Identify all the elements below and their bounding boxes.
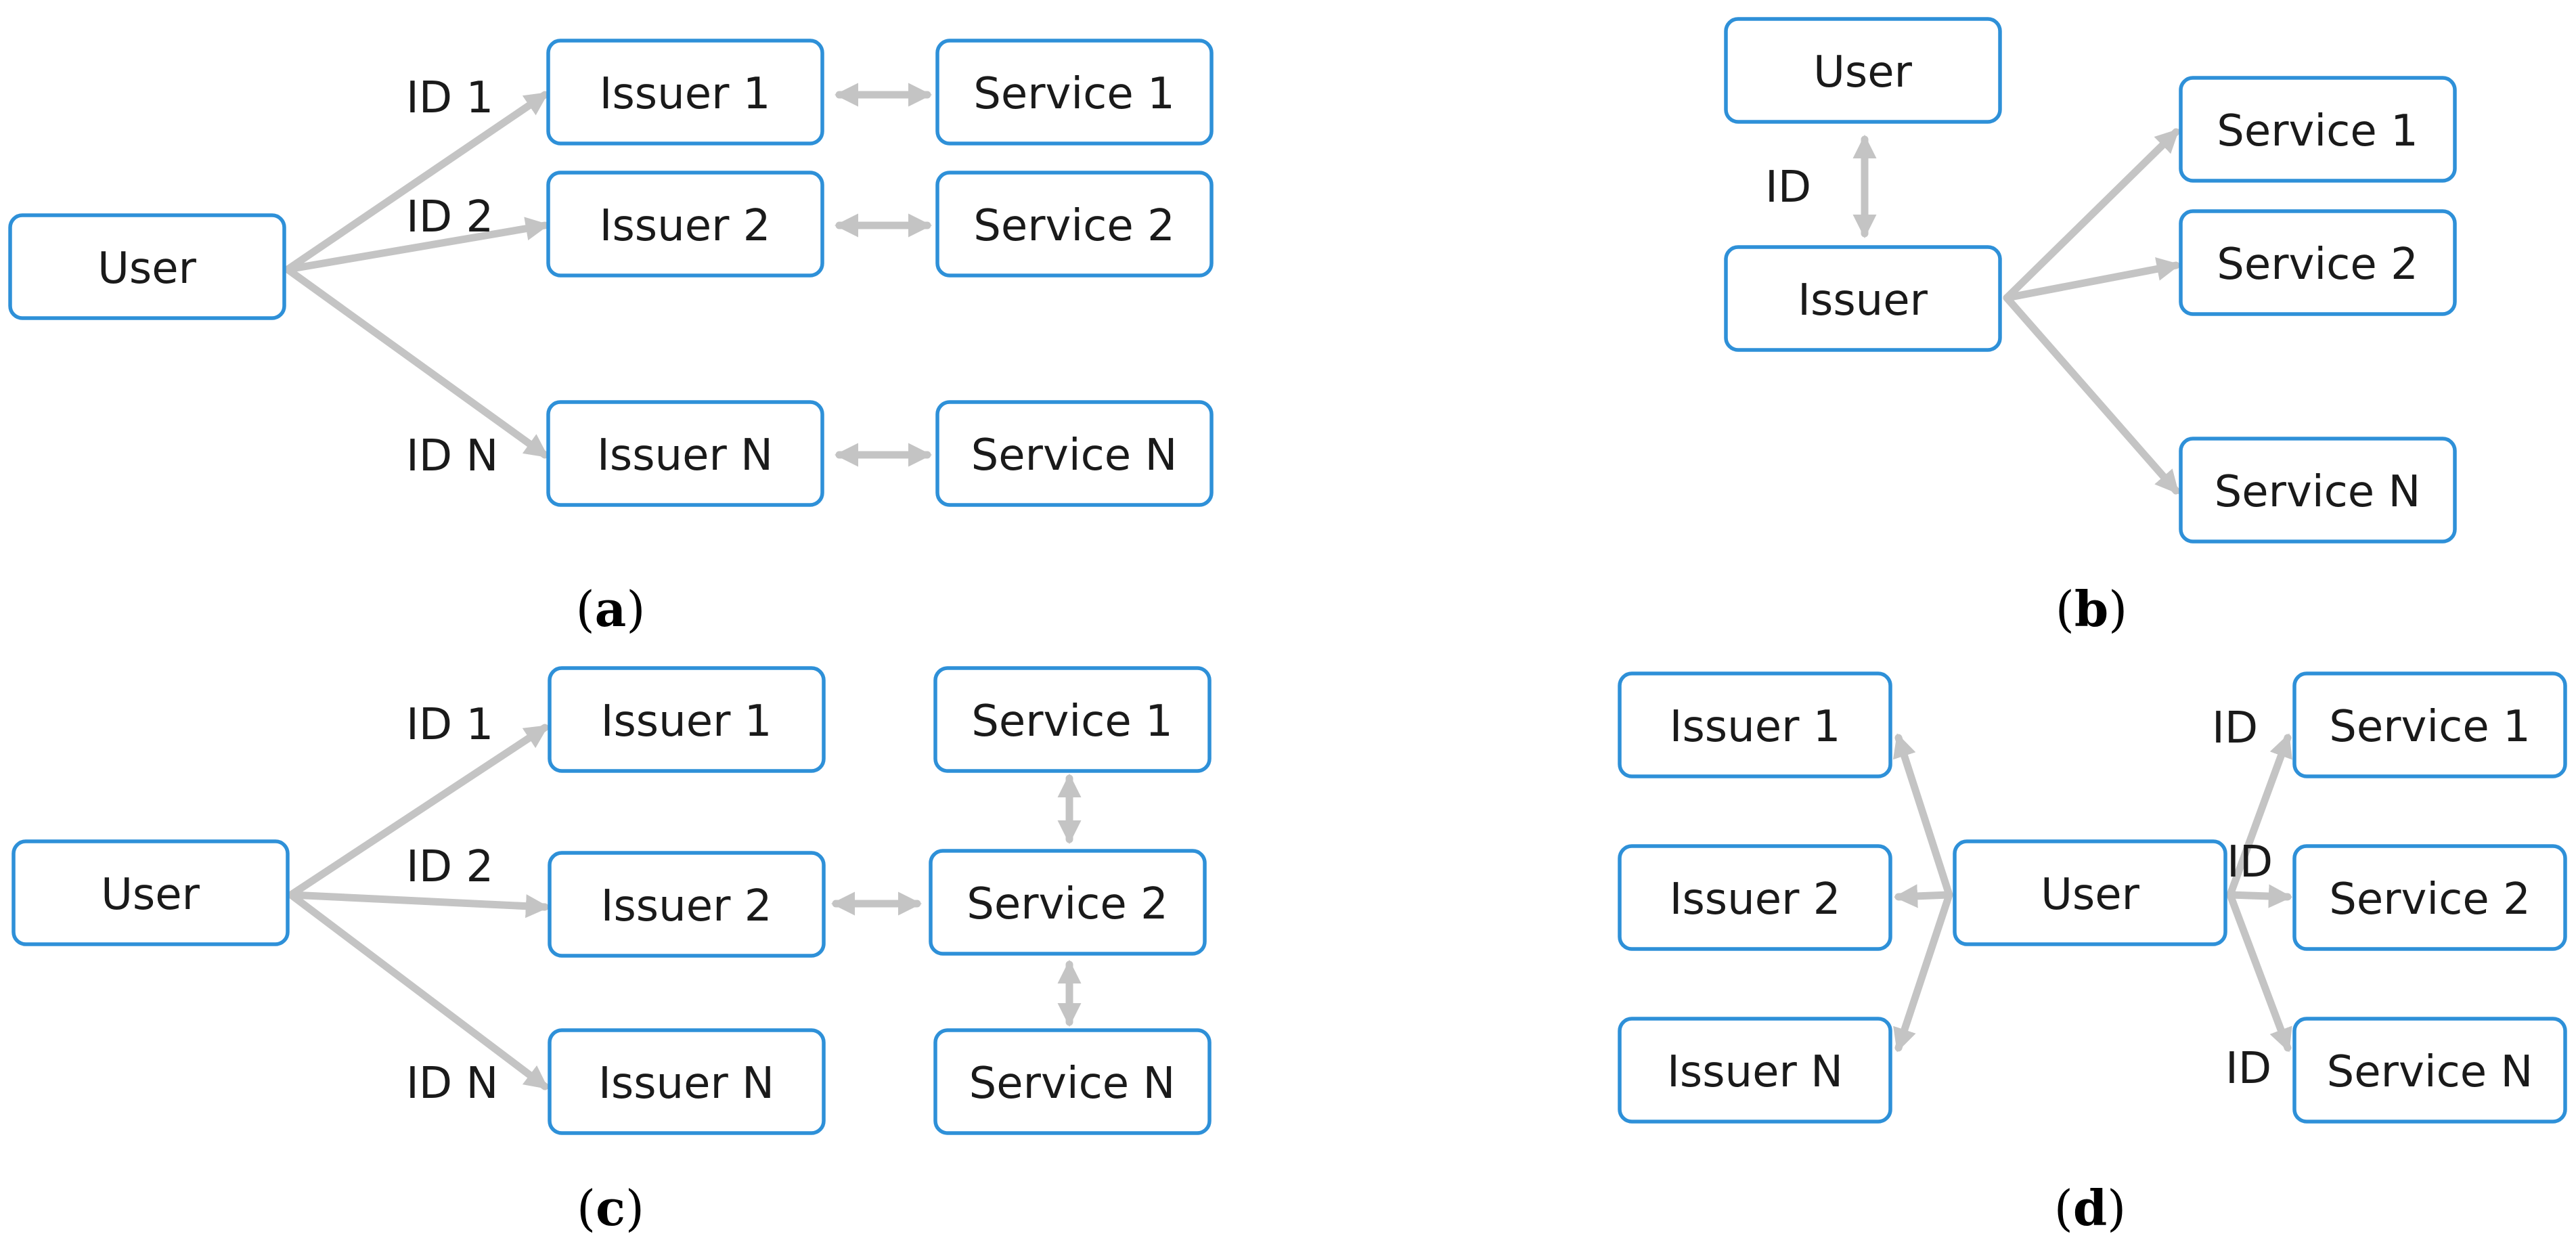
- caption-a: (a): [576, 580, 646, 638]
- node-a-service-n: Service N: [935, 400, 1214, 507]
- svg-text:Issuer 2: Issuer 2: [601, 881, 772, 931]
- svg-text:Service 2: Service 2: [967, 879, 1168, 929]
- node-a-user: User: [8, 213, 286, 320]
- svg-text:Service 2: Service 2: [2329, 875, 2531, 925]
- edge-b-issuer-service2: [2003, 257, 2181, 302]
- node-d-service-2: Service 2: [2292, 844, 2567, 951]
- edge-a-user-issuer1: [284, 91, 549, 273]
- svg-text:Service 1: Service 1: [2217, 106, 2418, 156]
- node-d-issuer-1: Issuer 1: [1618, 671, 1892, 778]
- id-label-c-n: ID N: [406, 1059, 498, 1109]
- node-d-user: User: [1953, 839, 2227, 946]
- svg-text:Service N: Service N: [971, 430, 1178, 481]
- edge-a-user-issuer2: [284, 217, 550, 273]
- node-a-issuer-2: Issuer 2: [546, 171, 824, 278]
- edge-b-issuer-serviceN: [2003, 294, 2180, 495]
- svg-text:Service 2: Service 2: [2217, 240, 2418, 290]
- id-label-c-2: ID 2: [406, 842, 493, 892]
- node-b-user: User: [1724, 17, 2002, 124]
- svg-text:Service N: Service N: [969, 1059, 1176, 1109]
- svg-text:Issuer 1: Issuer 1: [1670, 702, 1841, 752]
- node-c-issuer-2: Issuer 2: [548, 851, 826, 958]
- edge-d-user-issuer1: [1892, 733, 1953, 899]
- node-b-service-n: Service N: [2179, 437, 2457, 544]
- node-c-service-1: Service 1: [933, 666, 1212, 773]
- id-label-d-1: ID: [2212, 703, 2258, 753]
- id-label-c-1: ID 1: [406, 700, 493, 750]
- svg-text:User: User: [1813, 47, 1913, 97]
- edge-d-user-service1: [2226, 733, 2292, 899]
- edge-c-user-issuerN: [287, 891, 549, 1090]
- panel-a: ID 1 ID 2 ID N User Issuer 1 Issuer 2 Is…: [8, 39, 1214, 638]
- node-c-issuer-n: Issuer N: [548, 1028, 826, 1135]
- id-label-a-n: ID N: [406, 431, 498, 481]
- node-d-issuer-n: Issuer N: [1618, 1017, 1892, 1124]
- edge-d-user-issuer2: [1893, 884, 1953, 908]
- panel-d: ID ID ID Issuer 1 Issuer 2 Issuer N User…: [1618, 671, 2567, 1237]
- svg-text:Service 2: Service 2: [973, 201, 1175, 251]
- id-label-a-1: ID 1: [406, 73, 493, 123]
- node-a-service-2: Service 2: [935, 171, 1214, 278]
- svg-text:Issuer 1: Issuer 1: [601, 697, 772, 747]
- svg-text:User: User: [101, 870, 200, 920]
- svg-text:Service N: Service N: [2215, 467, 2421, 517]
- caption-b: (b): [2056, 580, 2128, 638]
- node-d-service-1: Service 1: [2292, 671, 2567, 778]
- svg-text:Service 1: Service 1: [2329, 702, 2531, 752]
- svg-text:Issuer 1: Issuer 1: [600, 69, 771, 119]
- edge-d-user-serviceN: [2226, 891, 2292, 1053]
- edge-d-user-issuerN: [1893, 891, 1953, 1053]
- id-label-a-2: ID 2: [406, 192, 493, 242]
- svg-text:Service N: Service N: [2327, 1047, 2533, 1097]
- svg-text:Issuer: Issuer: [1798, 275, 1928, 326]
- edge-c-user-issuer1: [287, 724, 549, 899]
- svg-text:Issuer 2: Issuer 2: [600, 201, 771, 251]
- svg-text:Service 1: Service 1: [971, 697, 1173, 747]
- svg-text:Issuer N: Issuer N: [598, 1059, 774, 1109]
- node-c-issuer-1: Issuer 1: [548, 666, 826, 773]
- panel-c: ID 1 ID 2 ID N User Issuer 1 Issuer 2 Is…: [12, 666, 1212, 1237]
- node-d-issuer-2: Issuer 2: [1618, 844, 1892, 951]
- svg-text:Issuer 2: Issuer 2: [1670, 875, 1841, 925]
- id-label-b: ID: [1765, 162, 1811, 213]
- caption-c: (c): [577, 1179, 644, 1237]
- node-c-service-2: Service 2: [929, 849, 1207, 956]
- node-b-issuer: Issuer: [1724, 245, 2002, 352]
- node-c-user: User: [12, 839, 290, 946]
- id-label-d-2: ID: [2227, 837, 2273, 887]
- edge-b-issuer-service1: [2003, 128, 2180, 302]
- svg-text:Issuer N: Issuer N: [597, 430, 773, 481]
- svg-text:User: User: [2041, 870, 2140, 920]
- svg-text:Issuer N: Issuer N: [1667, 1047, 1843, 1097]
- panel-b: ID User Issuer Service 1 Service 2 Servi…: [1724, 17, 2457, 638]
- edge-c-user-issuer2: [287, 891, 550, 919]
- edge-a-user-issuerN: [284, 265, 549, 459]
- edge-d-user-service2: [2226, 884, 2293, 908]
- caption-d: (d): [2054, 1179, 2127, 1237]
- svg-text:User: User: [97, 244, 197, 294]
- node-a-issuer-n: Issuer N: [546, 400, 824, 507]
- node-a-service-1: Service 1: [935, 39, 1214, 146]
- id-label-d-n: ID: [2225, 1044, 2271, 1094]
- node-b-service-2: Service 2: [2179, 209, 2457, 316]
- node-d-service-n: Service N: [2292, 1017, 2567, 1124]
- svg-text:Service 1: Service 1: [973, 69, 1175, 119]
- node-b-service-1: Service 1: [2179, 76, 2457, 183]
- node-a-issuer-1: Issuer 1: [546, 39, 824, 146]
- node-c-service-n: Service N: [933, 1028, 1212, 1135]
